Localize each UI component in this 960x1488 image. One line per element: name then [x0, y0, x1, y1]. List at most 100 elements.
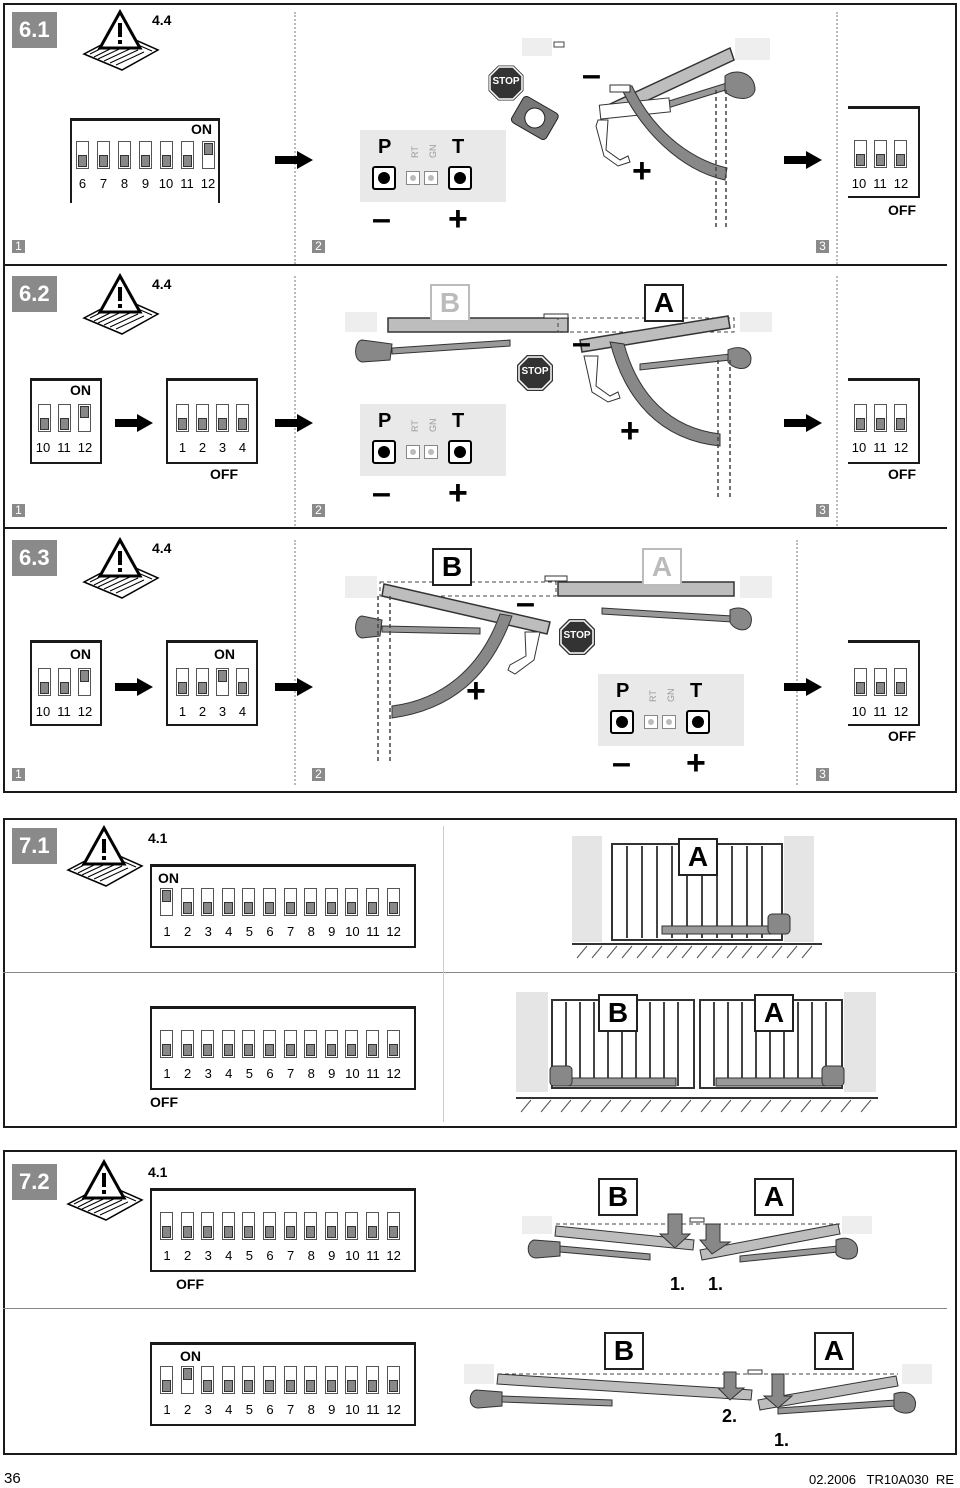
dip-switch-1[interactable] [176, 404, 189, 432]
manual-warning-icon [66, 1158, 144, 1221]
gate-label-b: B [598, 994, 638, 1032]
dip-switch-3[interactable] [201, 1366, 215, 1394]
dip-switch-6[interactable] [263, 1366, 276, 1394]
dip-switch-number: 4 [225, 1248, 233, 1263]
p-button[interactable] [372, 440, 396, 464]
dip-switch-8[interactable] [304, 1366, 318, 1394]
dip-switch-2[interactable] [180, 1366, 194, 1394]
dip-switch-8[interactable] [118, 141, 131, 169]
col-divider [294, 12, 296, 264]
dip-switch-1[interactable] [160, 1030, 173, 1058]
dip-switch-12[interactable] [386, 1212, 400, 1240]
dip-switch-7[interactable] [283, 1366, 297, 1394]
dip-switch-12[interactable] [386, 888, 400, 916]
dip-switch-12[interactable] [386, 1366, 400, 1394]
dip-switch-number: 9 [328, 924, 336, 939]
arrow-right-icon [784, 151, 822, 169]
dip-switch-8[interactable] [304, 1030, 318, 1058]
dip-switch-10[interactable] [345, 1366, 359, 1394]
dip-switch-10[interactable] [854, 668, 867, 696]
dip-switch-12[interactable] [78, 404, 91, 432]
dip-switch-11[interactable] [366, 1212, 379, 1240]
dip-switch-1[interactable] [160, 1212, 173, 1240]
t-button[interactable] [448, 166, 472, 190]
dip-switch-7[interactable] [97, 141, 110, 169]
dip-switch-2[interactable] [180, 1212, 194, 1240]
dip-switch-11[interactable] [874, 140, 887, 168]
stop-sign-label: STOP [492, 76, 520, 87]
gate-label-a: A [754, 1178, 794, 1216]
dip-switch-3[interactable] [201, 888, 215, 916]
dip-switch-number: 12 [386, 1402, 401, 1417]
t-button[interactable] [686, 710, 710, 734]
dip-switch-8[interactable] [304, 1212, 318, 1240]
dip-switch-1[interactable] [176, 668, 189, 696]
dip-switch-number: 7 [286, 1248, 295, 1263]
dip-switch-11[interactable] [181, 141, 194, 169]
dip-switch-12[interactable] [386, 1030, 400, 1058]
dip-switch-1[interactable] [160, 888, 173, 916]
dip-switch-2[interactable] [180, 1030, 194, 1058]
dip-switch-12[interactable] [78, 668, 91, 696]
dip-switch-12[interactable] [894, 140, 907, 168]
dip-switch-7[interactable] [283, 1030, 297, 1058]
dip-switch-12[interactable] [894, 404, 907, 432]
page-number: 36 [4, 1470, 21, 1487]
dip-switch-11[interactable] [874, 404, 887, 432]
dip-switch-3[interactable] [201, 1212, 215, 1240]
dip-switch-10[interactable] [345, 888, 359, 916]
dip-switch-10[interactable] [345, 1030, 359, 1058]
dip-switch-7[interactable] [283, 1212, 297, 1240]
dip-switch-10[interactable] [854, 404, 867, 432]
dip-switch-6[interactable] [263, 1212, 276, 1240]
t-button[interactable] [448, 440, 472, 464]
arrow-right-icon [275, 414, 313, 432]
dip-switch-6[interactable] [263, 888, 276, 916]
dip-switch-5[interactable] [242, 1366, 256, 1394]
dip-switch-2[interactable] [196, 668, 209, 696]
dip-switch-6[interactable] [76, 141, 89, 169]
dip-switch-4[interactable] [221, 1030, 235, 1058]
dip-switch-9[interactable] [324, 1030, 338, 1058]
dip-switch-7[interactable] [283, 888, 297, 916]
dip-switch-11[interactable] [874, 668, 887, 696]
dip-switch-10[interactable] [38, 668, 51, 696]
p-button[interactable] [610, 710, 634, 734]
dip-switch-5[interactable] [242, 1212, 256, 1240]
dip-switch-9[interactable] [324, 1212, 338, 1240]
dip-switch-11[interactable] [366, 1030, 379, 1058]
dip-switch-10[interactable] [854, 140, 867, 168]
dip-switch-5[interactable] [242, 888, 256, 916]
dip-switch-12[interactable] [202, 141, 215, 169]
dip-switch-11[interactable] [366, 888, 379, 916]
dip-switch-2[interactable] [180, 888, 194, 916]
dip-switch-4[interactable] [221, 1366, 235, 1394]
dip-switch-2[interactable] [196, 404, 209, 432]
dip-switch-4[interactable] [236, 404, 249, 432]
dip-switch-11[interactable] [58, 668, 71, 696]
dip-switch-9[interactable] [324, 1366, 338, 1394]
arrow-right-icon [784, 678, 822, 696]
dip-switch-3[interactable] [216, 404, 229, 432]
dip-switch-4[interactable] [221, 1212, 235, 1240]
dip-switch-10[interactable] [345, 1212, 359, 1240]
dip-switch-8[interactable] [304, 888, 318, 916]
dip-switch-12[interactable] [894, 668, 907, 696]
plus-sign: + [620, 412, 640, 450]
dip-switch-4[interactable] [221, 888, 235, 916]
dip-switch-1[interactable] [160, 1366, 173, 1394]
minus-sign: – [612, 744, 631, 782]
dip-switch-9[interactable] [324, 888, 338, 916]
divider-6-1 [3, 264, 947, 266]
dip-switch-9[interactable] [139, 141, 152, 169]
dip-switch-10[interactable] [160, 141, 173, 169]
dip-switch-11[interactable] [58, 404, 71, 432]
dip-switch-3[interactable] [201, 1030, 215, 1058]
dip-switch-3[interactable] [216, 668, 229, 696]
dip-switch-11[interactable] [366, 1366, 379, 1394]
dip-switch-6[interactable] [263, 1030, 276, 1058]
dip-switch-4[interactable] [236, 668, 249, 696]
p-button[interactable] [372, 166, 396, 190]
dip-switch-5[interactable] [242, 1030, 256, 1058]
dip-switch-10[interactable] [38, 404, 51, 432]
